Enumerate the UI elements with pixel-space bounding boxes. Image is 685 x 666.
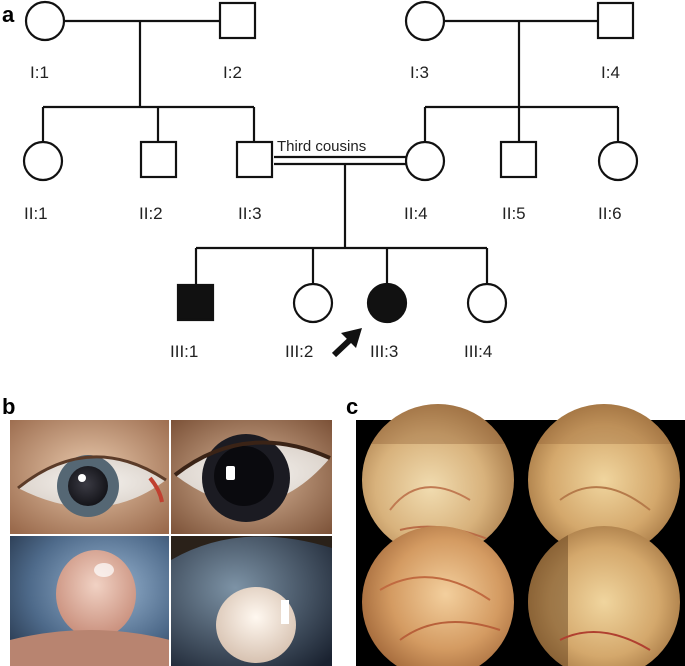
eye-photos-panel: b [2, 394, 332, 666]
individual-III-3-symbol [366, 282, 408, 324]
individual-II-5-symbol [499, 140, 538, 179]
individual-III-1-label: III:1 [170, 342, 198, 361]
individual-III-3-label: III:3 [370, 342, 398, 361]
consanguinity-label: Third cousins [277, 138, 366, 155]
individual-I-2-label: I:2 [223, 63, 242, 82]
panel-letter-c: c [346, 394, 358, 419]
individual-I-3-label: I:3 [410, 63, 429, 82]
individual-II-2-symbol [139, 140, 178, 179]
individual-I-1-label: I:1 [30, 63, 49, 82]
individual-I-4-symbol [596, 1, 635, 40]
eye-photo-bottom-right [171, 536, 332, 666]
individual-II-4-symbol [404, 140, 446, 182]
individual-III-4-symbol [466, 282, 508, 324]
individual-II-2-label: II:2 [139, 204, 163, 223]
individual-II-1-symbol [22, 140, 64, 182]
individual-II-6-label: II:6 [598, 204, 622, 223]
individual-III-1-symbol [176, 283, 215, 322]
individual-II-1-label: II:1 [24, 204, 48, 223]
eye-photo-bottom-left [10, 536, 170, 666]
fundus-photo-bottom-left [362, 526, 514, 666]
individual-I-3-symbol [404, 0, 446, 42]
individual-II-6-symbol [597, 140, 639, 182]
pedigree-panel: a Third cousins [2, 0, 639, 361]
individual-II-4-label: II:4 [404, 204, 428, 223]
individual-I-4-label: I:4 [601, 63, 620, 82]
individual-III-4-label: III:4 [464, 342, 492, 361]
fundus-photos-panel: c [346, 394, 685, 666]
individual-III-2-symbol [292, 282, 334, 324]
proband-arrow-icon [331, 328, 362, 358]
eye-photo-top-left [10, 420, 170, 535]
individual-III-2-label: III:2 [285, 342, 313, 361]
individual-I-2-symbol [218, 1, 257, 40]
individual-I-1-symbol [24, 0, 66, 42]
individual-II-3-symbol [235, 140, 274, 179]
individual-II-5-label: II:5 [502, 204, 526, 223]
pedigree-lines [41, 19, 620, 284]
panel-letter-b: b [2, 394, 15, 419]
individual-II-3-label: II:3 [238, 204, 262, 223]
panel-letter-a: a [2, 2, 15, 27]
eye-photo-top-right [171, 420, 332, 535]
